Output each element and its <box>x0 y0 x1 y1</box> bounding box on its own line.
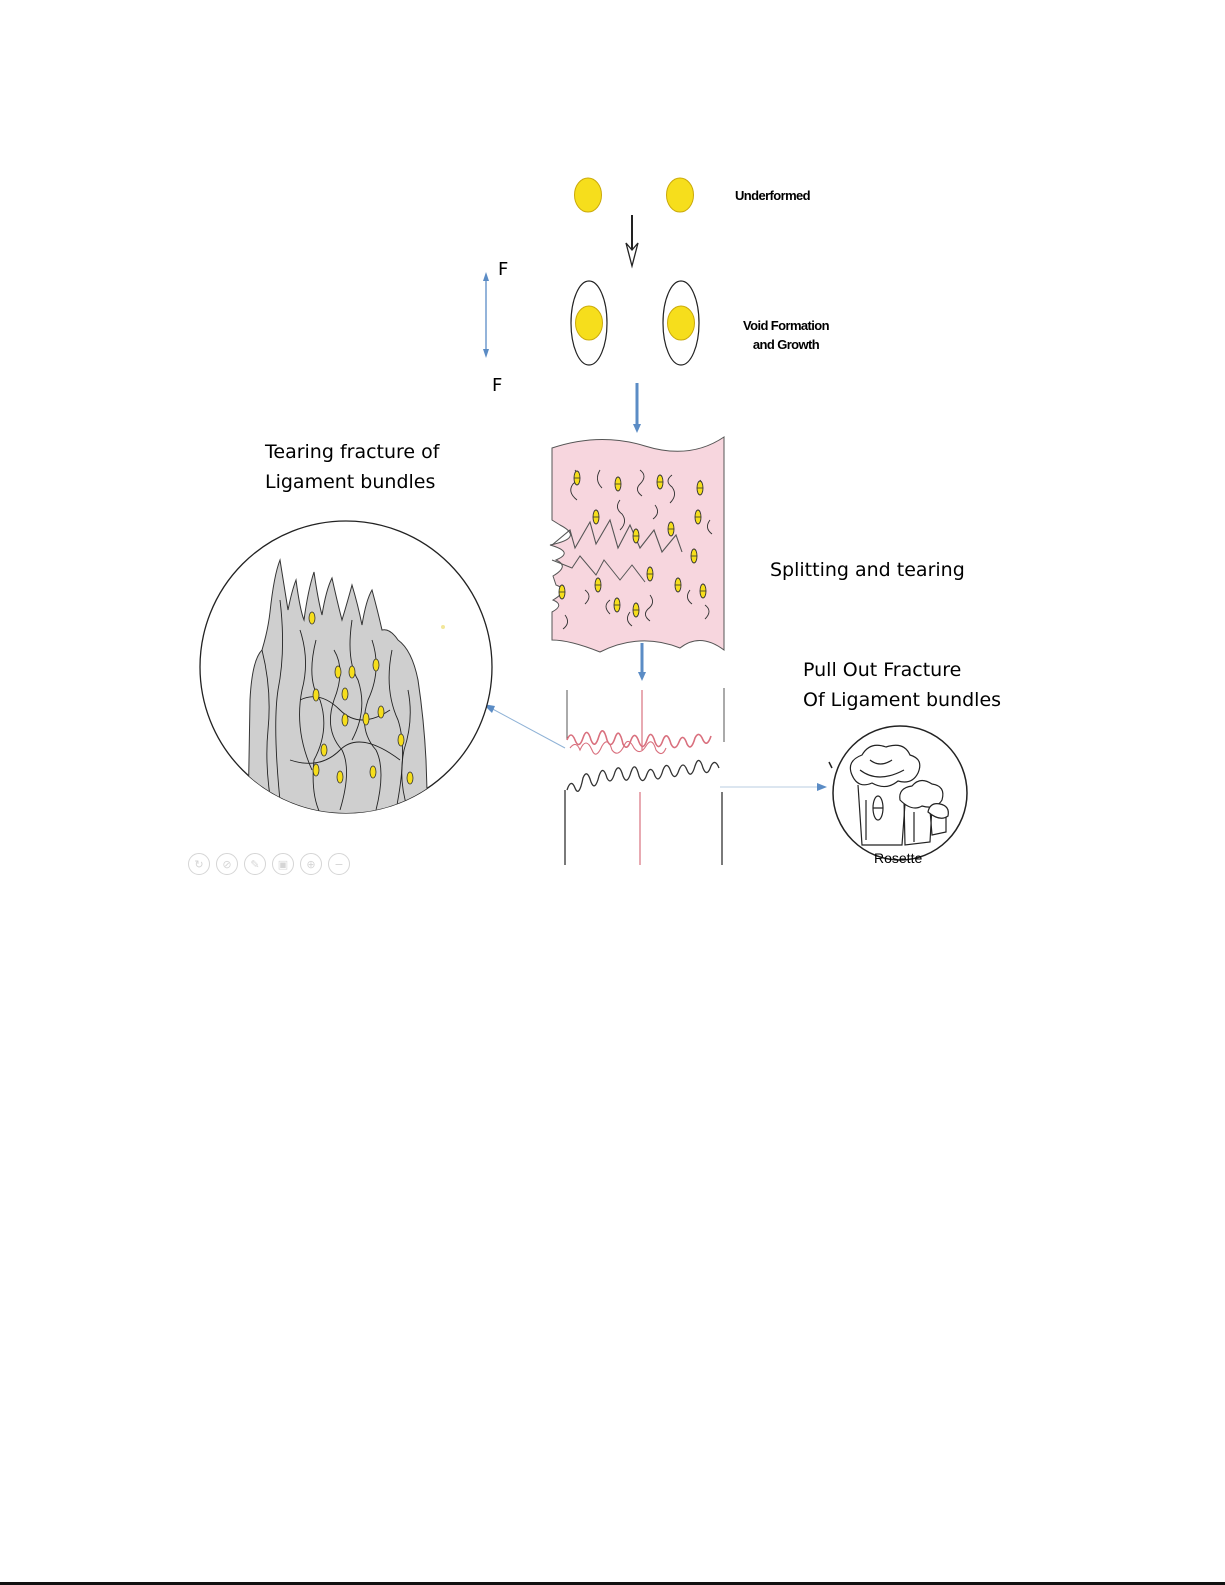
tearing-magnified-view <box>200 521 492 820</box>
attach-icon[interactable]: ⊘ <box>216 853 238 875</box>
save-icon[interactable]: ▣ <box>272 853 294 875</box>
label-void-formation: Void Formation and Growth <box>743 316 829 354</box>
downward-arrow-3 <box>638 643 646 681</box>
particle-left <box>575 178 602 212</box>
viewer-toolbar: ↻ ⊘ ✎ ▣ ⊕ − <box>188 853 350 877</box>
edit-icon[interactable]: ✎ <box>244 853 266 875</box>
void-particles <box>571 281 699 365</box>
label-force-top: F <box>498 259 508 280</box>
label-tearing-fracture: Tearing fracture of Ligament bundles <box>265 437 439 497</box>
label-pullout-line2: Of Ligament bundles <box>803 685 1001 715</box>
label-splitting: Splitting and tearing <box>770 555 965 585</box>
zoom-icon[interactable]: ⊕ <box>300 853 322 875</box>
label-pullout-line1: Pull Out Fracture <box>803 655 1001 685</box>
fractured-specimen <box>565 688 724 865</box>
downward-arrow-1 <box>626 215 638 266</box>
label-force-bottom: F <box>492 375 502 396</box>
downward-arrow-2 <box>633 383 641 433</box>
particle-right <box>667 178 694 212</box>
rosette-magnified-view <box>829 726 967 860</box>
splitting-tissue <box>550 437 724 652</box>
rotate-icon[interactable]: ↻ <box>188 853 210 875</box>
label-rosette: Rosette <box>874 850 922 866</box>
label-tearing-line1: Tearing fracture of <box>265 437 439 467</box>
label-void-line2: and Growth <box>743 335 829 354</box>
label-undeformed: Underformed <box>735 186 810 205</box>
minus-icon[interactable]: − <box>328 853 350 875</box>
undeformed-particles <box>575 178 694 212</box>
label-pullout-fracture: Pull Out Fracture Of Ligament bundles <box>803 655 1001 715</box>
force-arrow <box>483 272 489 358</box>
label-tearing-line2: Ligament bundles <box>265 467 439 497</box>
label-void-line1: Void Formation <box>743 316 829 335</box>
